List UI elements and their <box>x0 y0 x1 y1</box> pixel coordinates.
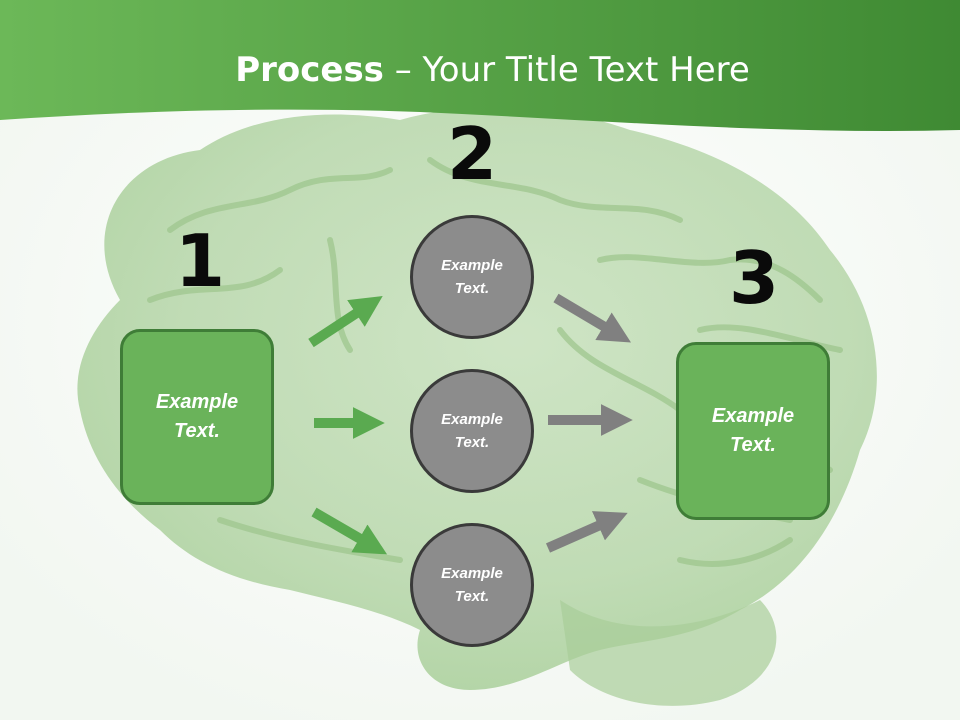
step-number-2: 2 <box>446 112 498 196</box>
gray-arrow-down <box>553 293 632 343</box>
circle-middle: Example Text. <box>410 369 534 493</box>
right-box-text: Example Text. <box>711 405 795 456</box>
left-example-box: Example Text. <box>120 329 274 505</box>
green-arrow-up <box>308 295 383 348</box>
circle-top-text: Example Text. <box>441 257 503 297</box>
green-arrow-down <box>311 507 388 555</box>
circle-bottom: Example Text. <box>410 523 534 647</box>
title-rest: – Your Title Text Here <box>383 50 750 90</box>
circle-bottom-text: Example Text. <box>441 565 503 605</box>
circle-top: Example Text. <box>410 215 534 339</box>
circle-middle-text: Example Text. <box>441 411 503 451</box>
header-band <box>0 0 960 131</box>
step-number-3: 3 <box>728 236 780 320</box>
slide-title: Process – Your Title Text Here <box>0 50 960 90</box>
right-example-box: Example Text. <box>676 342 830 520</box>
step-number-1: 1 <box>174 219 226 303</box>
title-bold: Process <box>235 50 384 90</box>
gray-arrow-up <box>545 511 628 553</box>
left-box-text: Example Text. <box>155 391 239 442</box>
